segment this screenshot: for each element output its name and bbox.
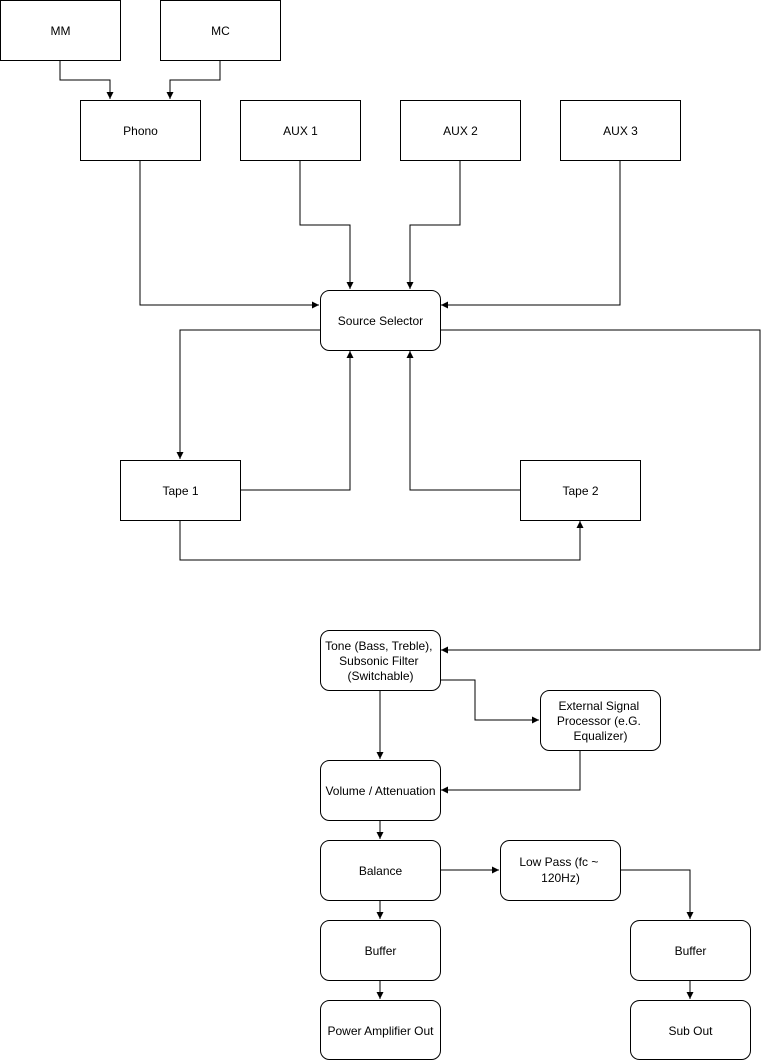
node-label: AUX 1 <box>283 124 318 138</box>
node-label: MM <box>51 24 71 38</box>
node-label: AUX 3 <box>603 124 638 138</box>
node-mc: MC <box>160 0 281 61</box>
node-tone: Tone (Bass, Treble), Subsonic Filter (Sw… <box>320 630 441 691</box>
node-label: Tape 2 <box>562 484 598 498</box>
node-sub-out: Sub Out <box>630 1000 751 1060</box>
edge-aux2-selector <box>406 160 461 289</box>
label-line: Low Pass (fc ~ <box>519 855 598 869</box>
edge-aux1-selector <box>299 160 354 289</box>
node-label: Balance <box>359 864 403 878</box>
node-buffer-sub: Buffer <box>630 920 751 981</box>
node-source-selector: Source Selector <box>320 290 441 351</box>
edge-selector-tape1 <box>176 329 320 459</box>
node-label: Tape 1 <box>162 484 198 498</box>
label-line: 120Hz) <box>541 871 580 885</box>
edge-external-volume <box>441 750 581 794</box>
node-mm: MM <box>0 0 121 61</box>
node-label: MC <box>211 24 230 38</box>
node-buffer-main: Buffer <box>320 920 441 981</box>
node-label: Volume / Attenuation <box>325 784 435 798</box>
node-low-pass: Low Pass (fc ~ 120Hz) <box>500 840 621 901</box>
connectors <box>59 60 761 999</box>
node-balance: Balance <box>320 840 441 901</box>
node-volume: Volume / Attenuation <box>320 760 441 821</box>
node-label: Phono <box>123 124 158 138</box>
node-aux2: AUX 2 <box>400 100 521 161</box>
node-label: Buffer <box>675 944 707 958</box>
edge-lowpass-buffer <box>620 869 694 919</box>
node-label: Source Selector <box>338 314 423 328</box>
edge-tape1-tape2 <box>179 520 584 561</box>
node-label: Sub Out <box>668 1024 713 1038</box>
label-line: External Signal <box>558 699 639 713</box>
edge-mc-phono <box>166 60 221 99</box>
label-line: Tone (Bass, Treble), <box>325 639 432 653</box>
node-phono: Phono <box>80 100 201 161</box>
edge-aux3-selector <box>441 160 621 309</box>
label-line: (Switchable) <box>347 669 413 683</box>
node-aux3: AUX 3 <box>560 100 681 161</box>
node-aux1: AUX 1 <box>240 100 361 161</box>
node-label: Buffer <box>365 944 397 958</box>
node-tape1: Tape 1 <box>120 460 241 521</box>
edge-tone-external <box>440 679 539 724</box>
label-line: Subsonic Filter <box>339 654 418 668</box>
edge-selector-tone <box>440 329 761 654</box>
node-power-amp-out: Power Amplifier Out <box>320 1000 441 1060</box>
label-line: Equalizer) <box>573 729 627 743</box>
node-tape2: Tape 2 <box>520 460 641 521</box>
edge-tape2-selector <box>406 351 520 491</box>
node-external-processor: External Signal Processor (e.G. Equalize… <box>540 690 661 751</box>
node-label: Tone (Bass, Treble), Subsonic Filter (Sw… <box>325 639 436 683</box>
node-label: External Signal Processor (e.G. Equalize… <box>557 699 644 743</box>
node-label: Power Amplifier Out <box>327 1024 434 1038</box>
edge-tape1-selector <box>240 351 354 491</box>
label-line: Processor (e.G. <box>557 714 641 728</box>
node-label: Low Pass (fc ~ 120Hz) <box>519 855 601 885</box>
node-label: AUX 2 <box>443 124 478 138</box>
edge-phono-selector <box>139 160 319 309</box>
edge-mm-phono <box>59 60 114 99</box>
